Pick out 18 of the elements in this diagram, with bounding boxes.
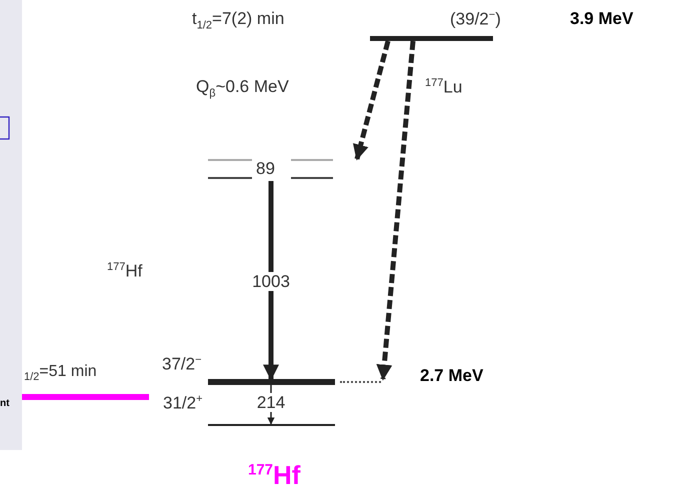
spin-label: (39/2$^{−}$) (450, 10, 501, 28)
edge-label: 1003 (251, 272, 291, 291)
half-life-label: $_{1/2}$=51 min (24, 364, 97, 384)
energy-label: 2.7 MeV (420, 367, 484, 384)
arrow (263, 181, 279, 381)
spin-label: 89 (256, 160, 275, 177)
nucleus-label: $^{177}$Hf (107, 262, 142, 280)
arrow (376, 40, 416, 381)
nucleus-title: $^{177}$Hf (248, 462, 300, 488)
text-fragment: nt (0, 399, 10, 409)
edge-label: 214 (256, 393, 286, 412)
spin-label: 37/2$^{−}$ (162, 355, 202, 373)
arrow (352, 40, 390, 161)
nucleus-label: $^{177}$Lu (425, 78, 462, 96)
energy-label: 3.9 MeV (570, 10, 634, 27)
half-life-label: t$_{1/2}$=7(2) min (192, 10, 284, 32)
q-value-label: Q$_{β}$~0.6 MeV (196, 78, 289, 100)
spin-label: 31/2$^{+}$ (163, 394, 203, 412)
